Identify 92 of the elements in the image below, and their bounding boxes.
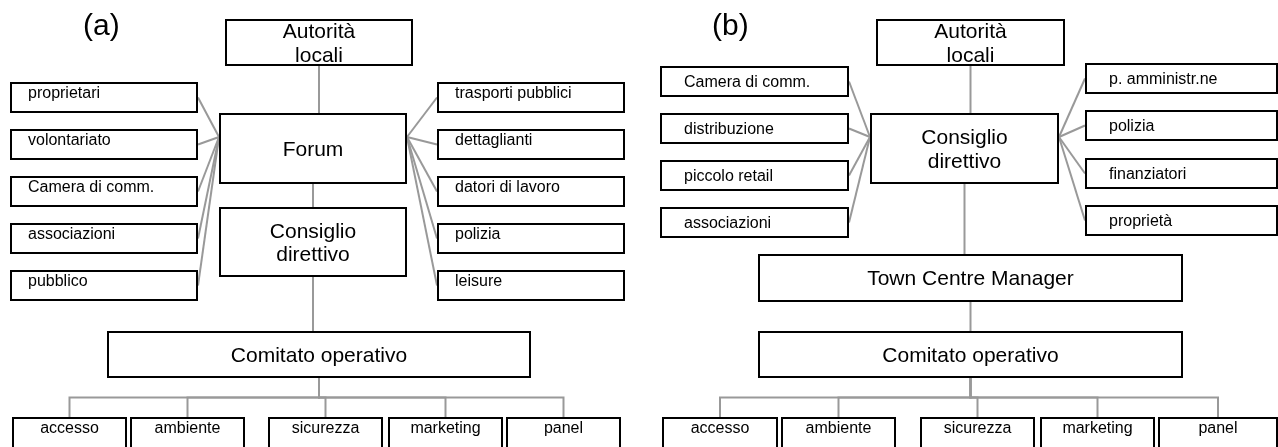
- panel-label: (a): [83, 8, 120, 42]
- org-box: [10, 270, 198, 301]
- box-label: Autorità locali: [933, 19, 1008, 66]
- org-box: [130, 417, 245, 447]
- org-box: [781, 417, 896, 447]
- box-label: volontariato: [28, 131, 111, 149]
- box-label: polizia: [455, 225, 501, 243]
- box-label: accesso: [40, 419, 99, 437]
- box-label: p. amministr.ne: [1109, 69, 1218, 88]
- box-label: finanziatori: [1109, 164, 1187, 183]
- box-label: distribuzione: [684, 119, 774, 138]
- box-label: Consiglio direttivo: [920, 125, 1009, 172]
- box-label: piccolo retail: [684, 166, 773, 185]
- org-box: [437, 223, 625, 254]
- box-label: sicurezza: [943, 419, 1012, 437]
- connector-line: [318, 377, 565, 418]
- box-label: Camera di comm.: [684, 72, 811, 91]
- org-box: [662, 417, 778, 447]
- org-box: [437, 270, 625, 301]
- org-box: [660, 66, 849, 97]
- connector-line: [969, 301, 972, 332]
- box-label: proprietari: [28, 84, 101, 102]
- box-label: panel: [543, 419, 584, 437]
- org-box: [10, 82, 198, 113]
- org-box: [225, 19, 413, 66]
- box-label: panel: [1198, 419, 1238, 437]
- box-label: leisure: [455, 272, 503, 290]
- org-box: [1085, 63, 1278, 94]
- connector-line: [197, 96, 220, 138]
- box-label: datori di lavoro: [455, 178, 560, 196]
- org-box: [758, 331, 1183, 378]
- org-box: [219, 207, 407, 277]
- org-box: [1085, 158, 1278, 189]
- org-box: [388, 417, 503, 447]
- box-label: marketing: [1062, 419, 1133, 437]
- box-label: Forum: [282, 136, 344, 161]
- org-box: [268, 417, 383, 447]
- org-box: [107, 331, 531, 378]
- org-box: [758, 254, 1183, 302]
- box-label: marketing: [410, 419, 481, 437]
- org-box: [1158, 417, 1278, 447]
- box-label: associazioni: [28, 225, 116, 243]
- connector-line: [312, 276, 314, 332]
- box-label: proprietà: [1109, 211, 1173, 230]
- org-box: [12, 417, 127, 447]
- connector-line: [406, 136, 438, 146]
- box-label: polizia: [1109, 116, 1155, 135]
- box-label: accesso: [690, 419, 750, 437]
- org-box: [660, 113, 849, 144]
- connector-line: [1058, 136, 1086, 175]
- connector-line: [1058, 124, 1086, 138]
- connector-line: [848, 136, 871, 177]
- org-box: [660, 160, 849, 191]
- box-label: Town Centre Manager: [867, 266, 1074, 290]
- box-label: pubblico: [28, 272, 88, 290]
- org-box: [10, 223, 198, 254]
- connector-line: [312, 183, 314, 208]
- connector-line: [969, 65, 972, 114]
- org-box: [219, 113, 407, 184]
- box-label: Comitato operativo: [882, 342, 1059, 367]
- org-box: [1040, 417, 1155, 447]
- org-box: [437, 129, 625, 160]
- org-box: [10, 129, 198, 160]
- panel-label: (b): [712, 8, 749, 42]
- box-label: associazioni: [684, 213, 772, 232]
- connector-line: [197, 136, 220, 146]
- box-label: sicurezza: [291, 419, 360, 437]
- box-label: Autorità locali: [281, 19, 357, 66]
- box-label: Consiglio direttivo: [268, 218, 358, 266]
- org-box: [506, 417, 621, 447]
- org-box: [920, 417, 1035, 447]
- box-label: Comitato operativo: [230, 342, 408, 367]
- connector-line: [1058, 77, 1086, 138]
- org-box: [660, 207, 849, 238]
- connector-line: [318, 65, 320, 114]
- org-box: [437, 176, 625, 207]
- connector-line: [848, 127, 871, 138]
- org-box: [10, 176, 198, 207]
- connector-line: [406, 136, 438, 193]
- connector-line: [963, 183, 966, 255]
- org-box: [876, 19, 1065, 66]
- connector-line: [969, 377, 1219, 418]
- org-box: [437, 82, 625, 113]
- box-label: Camera di comm.: [28, 178, 155, 196]
- org-box: [1085, 110, 1278, 141]
- org-box: [1085, 205, 1278, 236]
- box-label: ambiente: [805, 419, 872, 437]
- connector-line: [406, 96, 438, 138]
- org-box: [870, 113, 1059, 184]
- box-label: trasporti pubblici: [455, 84, 572, 102]
- box-label: ambiente: [154, 419, 221, 437]
- box-label: dettaglianti: [455, 131, 533, 149]
